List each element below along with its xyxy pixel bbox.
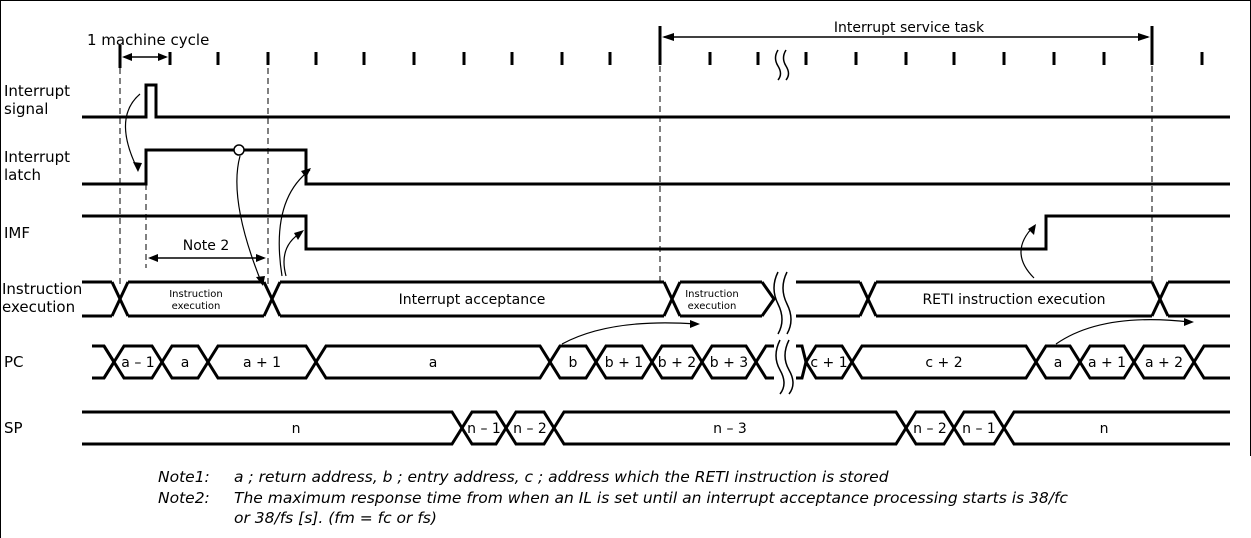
- pc-value: c + 1: [810, 355, 847, 371]
- imf-label: IMF: [4, 224, 30, 242]
- pc-value: a: [429, 355, 438, 371]
- arrowheads: [122, 33, 1150, 262]
- pc-value: a + 2: [1145, 355, 1183, 371]
- latch-clear-marker: [233, 144, 245, 156]
- dashed-guides: [119, 66, 1153, 285]
- pc-value: b + 2: [658, 355, 696, 371]
- note-2: Note2: The maximum response time from whe…: [158, 488, 1068, 508]
- cycle-ticks: [118, 26, 1204, 68]
- machine-cycle-label: 1 machine cycle: [87, 31, 209, 49]
- note-1-tag: Note1:: [158, 468, 210, 486]
- interrupt-signal-waveform: [82, 83, 1230, 119]
- sp-value: n – 1: [467, 421, 501, 437]
- dimension-arrows: [124, 36, 1148, 259]
- sp-values: n n – 1 n – 2 n – 3 n – 2 n – 1 n: [292, 421, 1109, 437]
- note-2-tag: Note2:: [158, 489, 210, 507]
- pc-values: a – 1 a a + 1 a b b + 1 b + 2 b + 3 c + …: [121, 355, 1183, 371]
- sp-value: n – 2: [913, 421, 947, 437]
- note-2-text: The maximum response time from when an I…: [234, 489, 1068, 507]
- instruction-execution-bus: [82, 280, 1230, 318]
- pc-label: PC: [4, 353, 24, 371]
- pc-value: b + 3: [710, 355, 748, 371]
- sp-value: n: [292, 421, 301, 437]
- pc-value: c + 2: [925, 355, 962, 371]
- pc-value: a: [181, 355, 190, 371]
- sp-value: n – 1: [962, 421, 996, 437]
- note2-marker-label: Note 2: [183, 238, 230, 254]
- pc-value: a – 1: [121, 355, 154, 371]
- imf-waveform: [82, 214, 1230, 251]
- pc-value: a + 1: [1088, 355, 1126, 371]
- sp-value: n: [1100, 421, 1109, 437]
- note-1-text: a ; return address, b ; entry address, c…: [234, 468, 889, 486]
- pc-value: b: [569, 355, 578, 371]
- sp-value: n – 3: [713, 421, 747, 437]
- pc-value: b + 1: [605, 355, 643, 371]
- cause-arrowheads: [133, 162, 1194, 328]
- sp-value: n – 2: [513, 421, 547, 437]
- note-1: Note1: a ; return address, b ; entry addr…: [158, 467, 889, 487]
- pc-bus: [92, 344, 1230, 380]
- sp-label: SP: [4, 419, 23, 437]
- interrupt-acceptance-segment: Interrupt acceptance: [399, 292, 546, 308]
- sp-bus: [82, 410, 1230, 446]
- time-break-mark: [773, 49, 794, 395]
- pc-value: a: [1054, 355, 1063, 371]
- pc-value: a + 1: [243, 355, 281, 371]
- note-2-continuation: or 38/fs [s]. (fm = fc or fs): [234, 509, 437, 527]
- interrupt-service-task-label: Interrupt service task: [834, 20, 985, 36]
- reti-execution-segment: RETI instruction execution: [922, 292, 1105, 308]
- interrupt-latch-waveform: [82, 148, 1230, 186]
